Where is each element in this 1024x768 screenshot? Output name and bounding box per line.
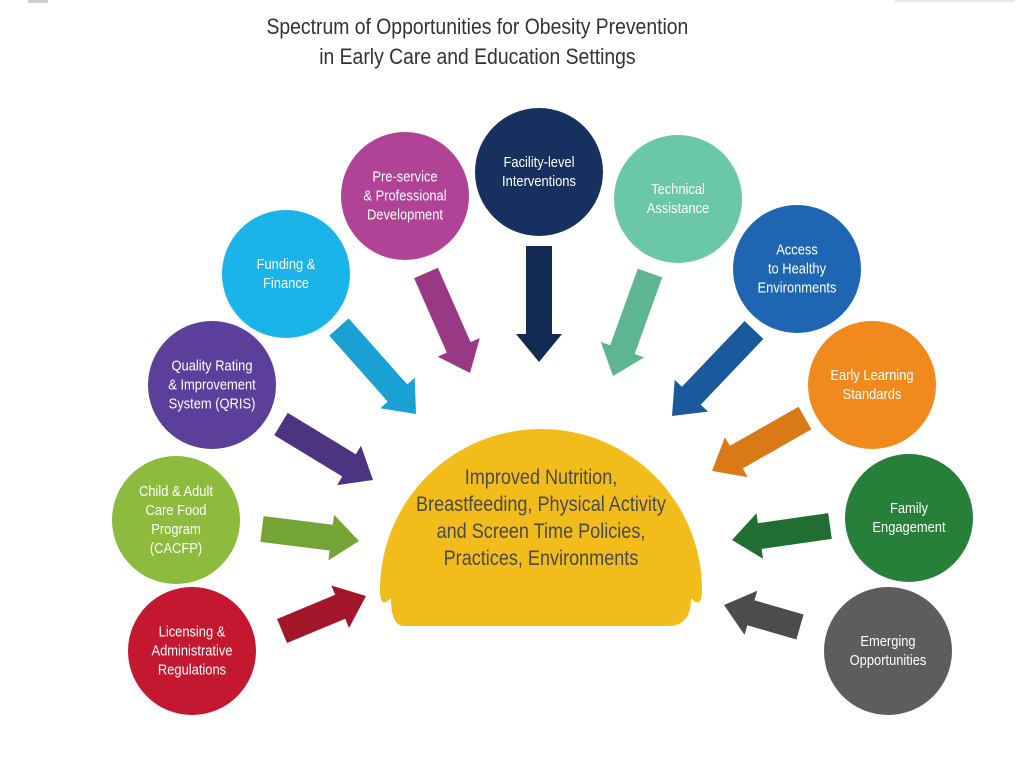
access-circle: [733, 205, 861, 333]
title-line-2: in Early Care and Education Settings: [319, 44, 636, 69]
family-arrow: [732, 513, 832, 559]
technical-assistance-label: Technical Assistance: [646, 181, 710, 217]
cacfp-label: Child & Adult Care Food Program (CACFP): [139, 483, 213, 557]
emerging-circle: [824, 587, 952, 715]
qris-circle: [148, 321, 276, 449]
access-arrow: [672, 321, 764, 416]
title-line-1: Spectrum of Opportunities for Obesity Pr…: [266, 14, 689, 39]
early-learning-arrow: [712, 406, 812, 478]
emerging-label: Emerging Opportunities: [849, 633, 927, 669]
pre-service-label: Pre-service & Professional Development: [363, 168, 447, 224]
early-learning-circle: [808, 321, 936, 449]
access-label: Access to Healthy Environments: [757, 241, 837, 297]
facility-arrow: [516, 246, 562, 362]
facility-label: Facility-level Interventions: [502, 154, 576, 190]
cacfp-circle: [112, 456, 240, 584]
cacfp-arrow: [260, 514, 359, 561]
technical-assistance-circle: [614, 135, 742, 263]
family-label: Family Engagement: [872, 500, 946, 536]
funding-label: Funding & Finance: [256, 256, 316, 292]
qris-arrow: [274, 412, 373, 486]
qris-label: Quality Rating & Improvement System (QRI…: [168, 357, 256, 413]
top-left-corner-mark: [28, 0, 48, 3]
circles-layer: [112, 108, 973, 715]
funding-arrow: [329, 318, 416, 414]
licensing-circle: [128, 587, 256, 715]
diagram-title: Spectrum of Opportunities for Obesity Pr…: [0, 12, 955, 72]
family-circle: [845, 454, 973, 582]
emerging-arrow: [724, 590, 804, 640]
licensing-label: Licensing & Administrative Regulations: [151, 623, 233, 679]
top-right-corner-mark: [895, 0, 1015, 2]
hub-semicircle: [380, 429, 702, 626]
pre-service-arrow: [414, 267, 480, 373]
early-learning-label: Early Learning Standards: [830, 367, 914, 403]
technical-assistance-arrow: [600, 268, 663, 376]
hub-text: Improved Nutrition, Breastfeeding, Physi…: [416, 466, 666, 570]
funding-circle: [222, 210, 350, 338]
facility-circle: [475, 108, 603, 236]
arrows-layer: [260, 246, 832, 643]
licensing-arrow: [277, 585, 366, 643]
pre-service-circle: [341, 132, 469, 260]
